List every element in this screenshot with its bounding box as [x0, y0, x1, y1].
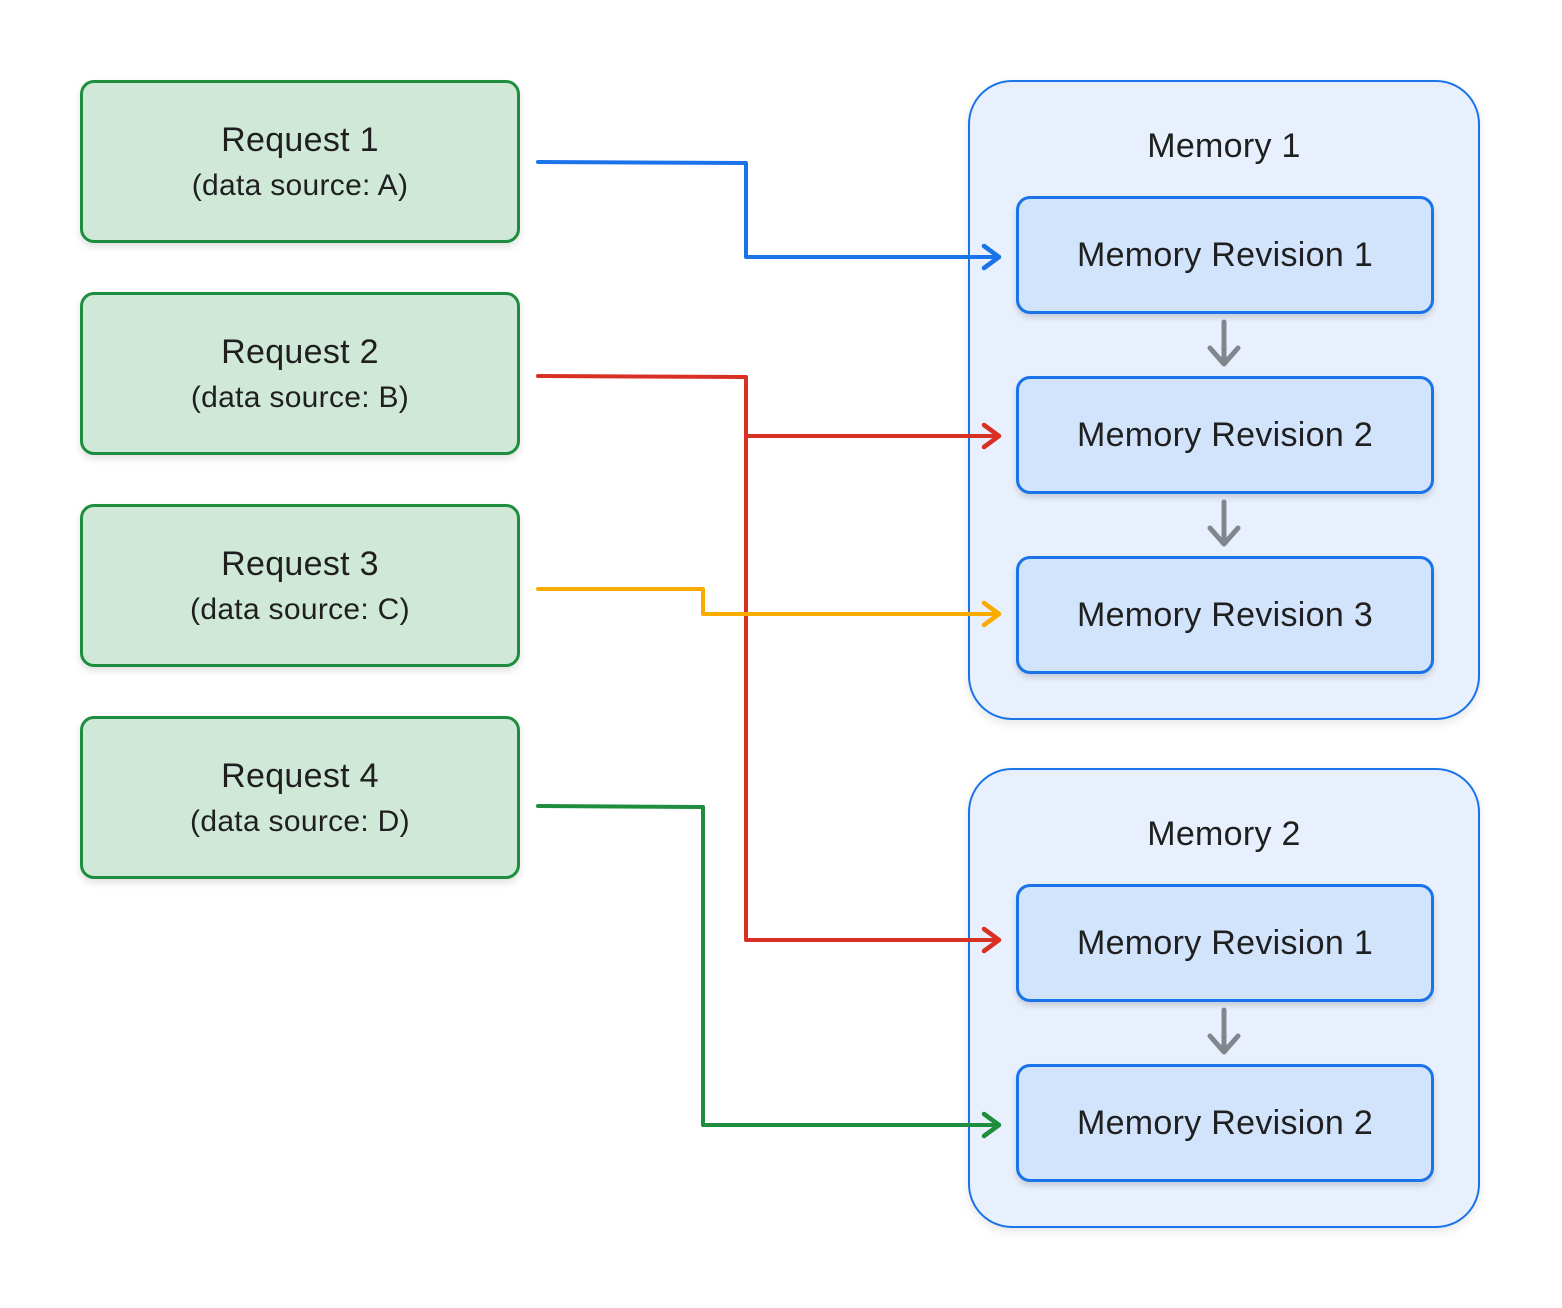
request-title: Request 2: [221, 332, 379, 371]
memory-1-revision-2: Memory Revision 2: [1016, 376, 1434, 494]
memory-2-revision-1: Memory Revision 1: [1016, 884, 1434, 1002]
request-box-4: Request 4 (data source: D): [80, 716, 520, 879]
link-request-1-to-memory-1-revision-1: [536, 160, 1002, 271]
memory-container-1: Memory 1 Memory Revision 1 Memory Revisi…: [968, 80, 1480, 720]
link-line: [536, 160, 1000, 259]
link-line: [536, 374, 1000, 942]
link-request-3-to-memory-1-revision-3: [536, 587, 1002, 628]
request-data-source: (data source: D): [190, 804, 410, 838]
request-title: Request 4: [221, 756, 379, 795]
link-line: [536, 804, 1000, 1127]
link-request-4-to-memory-2-revision-2: [536, 804, 1002, 1139]
request-data-source: (data source: C): [190, 592, 410, 626]
memory-2-revision-2: Memory Revision 2: [1016, 1064, 1434, 1182]
memory-container-2: Memory 2 Memory Revision 1 Memory Revisi…: [968, 768, 1480, 1228]
memory-title: Memory 2: [1147, 815, 1301, 853]
memory-title: Memory 1: [1147, 127, 1301, 165]
request-box-1: Request 1 (data source: A): [80, 80, 520, 243]
link-request-2-to-memory-revisions: [536, 374, 1002, 954]
request-data-source: (data source: B): [190, 380, 410, 414]
request-title: Request 1: [221, 120, 379, 159]
memory-1-revision-1: Memory Revision 1: [1016, 196, 1434, 314]
request-data-source: (data source: A): [191, 168, 409, 202]
request-box-2: Request 2 (data source: B): [80, 292, 520, 455]
memory-1-revision-3: Memory Revision 3: [1016, 556, 1434, 674]
link-line: [536, 587, 1000, 616]
request-title: Request 3: [221, 544, 379, 583]
request-box-3: Request 3 (data source: C): [80, 504, 520, 667]
